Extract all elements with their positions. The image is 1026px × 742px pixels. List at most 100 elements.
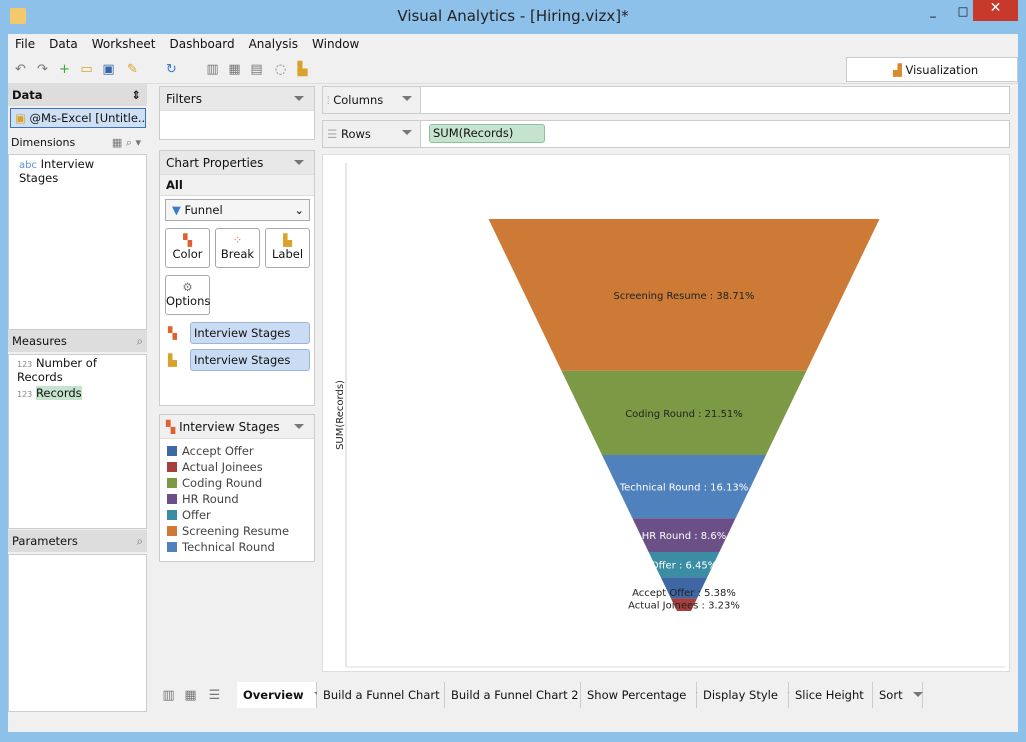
funnel-slice[interactable] [561, 370, 807, 456]
search-icon[interactable]: ⌕ [136, 534, 143, 548]
legend-item[interactable]: Technical Round [167, 539, 307, 555]
legend-swatch [167, 462, 177, 472]
list-item[interactable]: abc Interview Stages [19, 157, 95, 185]
chevron-down-icon[interactable] [294, 160, 304, 165]
app-icon [10, 8, 26, 24]
add-dashboard-icon[interactable]: ▦ [228, 62, 241, 77]
legend-item[interactable]: Accept Offer [167, 443, 307, 459]
label-button[interactable]: ▙Label [265, 228, 310, 268]
color-button[interactable]: ▚Color [165, 228, 210, 268]
chart-properties-panel: Chart Properties All ▼ Funnel⌄ ▚Color ⁘B… [159, 150, 315, 406]
chart-type-select[interactable]: ▼ Funnel⌄ [165, 199, 310, 221]
legend-item[interactable]: Screening Resume [167, 523, 307, 539]
legend-label: Actual Joinees [182, 460, 263, 474]
close-button[interactable]: ✕ [973, 0, 1018, 21]
search-icon[interactable]: ▦ ⌕ ▾ [111, 136, 141, 149]
minimize-button[interactable]: _ [930, 4, 936, 18]
add-chart-icon[interactable]: ▥ [206, 62, 219, 77]
maximize-button[interactable]: □ [957, 4, 969, 18]
save-icon[interactable]: ▣ [102, 62, 115, 77]
menu-dashboard[interactable]: Dashboard [169, 37, 235, 51]
slice-label: Screening Resume : 38.71% [614, 291, 755, 302]
menu-bar: File Data Worksheet Dashboard Analysis W… [8, 34, 1018, 56]
legend-item[interactable]: Actual Joinees [167, 459, 307, 475]
measures-header: Measures⌕ [8, 330, 147, 352]
sheet-tools: ▥ ▦ ☰ [156, 682, 236, 708]
open-icon[interactable]: ▭ [80, 62, 93, 77]
legend-label: Screening Resume [182, 524, 290, 538]
legend-item[interactable]: Offer [167, 507, 307, 523]
layout-icon[interactable]: ▙ [297, 62, 308, 77]
funnel-slice[interactable] [670, 598, 698, 611]
list-item[interactable]: 123 Records [17, 386, 82, 400]
sheet-tab-label: Sort [879, 688, 903, 702]
break-icon: ⁘ [232, 233, 243, 247]
chevron-down-icon[interactable] [912, 692, 923, 697]
chevron-down-icon[interactable] [402, 130, 412, 135]
chevron-down-icon[interactable] [294, 424, 304, 429]
rows-shelf[interactable]: ☰ Rows SUM(Records) [322, 120, 1010, 148]
sheet-tab[interactable]: Display Style [697, 682, 798, 708]
list-item[interactable]: 123 Number of Records [17, 356, 97, 384]
new-worksheet-icon[interactable]: ▥ [162, 688, 175, 703]
menu-analysis[interactable]: Analysis [248, 37, 299, 51]
chevron-down-icon[interactable] [402, 96, 412, 101]
slice-label: HR Round : 8.6% [642, 531, 726, 542]
funnel-slice[interactable] [602, 455, 766, 519]
new-icon[interactable]: + [59, 62, 70, 77]
funnel-slice[interactable] [632, 518, 736, 552]
color-field-pill[interactable]: Interview Stages [190, 322, 310, 344]
sort-icon[interactable]: ⇕ [131, 88, 141, 102]
legend-swatch [167, 526, 177, 536]
color-icon: ▚ [166, 420, 176, 434]
parameters-header: Parameters⌕ [8, 530, 147, 552]
legend-label: HR Round [182, 492, 239, 506]
slice-label: Technical Round : 16.13% [619, 483, 749, 494]
legend-item[interactable]: HR Round [167, 491, 307, 507]
parameters-list [8, 554, 147, 712]
menu-window[interactable]: Window [312, 37, 360, 51]
funnel-slice[interactable] [648, 551, 720, 578]
new-dashboard-icon[interactable]: ▦ [184, 688, 197, 703]
rows-icon: ☰ [327, 127, 338, 141]
sheet-tab[interactable]: Sort [873, 682, 923, 708]
data-source[interactable]: ▣ @Ms-Excel [Untitle... [10, 108, 146, 128]
title-bar: Visual Analytics - [Hiring.vizx]* _ □ ✕ [0, 0, 1026, 34]
legend-swatch [167, 510, 177, 520]
clear-icon[interactable]: ◌ [274, 62, 287, 77]
dimensions-list: abc Interview Stages [8, 154, 147, 330]
sheet-tab-label: Display Style [703, 688, 778, 702]
menu-file[interactable]: File [15, 37, 36, 51]
sheet-tab[interactable]: Build a Funnel Chart [317, 682, 460, 708]
undo-icon[interactable]: ↶ [15, 62, 26, 77]
toolbar: ↶ ↷ + ▭ ▣ ✎ ↻ ▥ ▦ ▤ ◌ ▙ ▟ Visualization [8, 56, 1018, 84]
legend-item[interactable]: Coding Round [167, 475, 307, 491]
funnel-slice[interactable] [660, 577, 708, 599]
label-icon: ▙ [168, 353, 177, 367]
menu-data[interactable]: Data [49, 37, 78, 51]
measures-list: 123 Number of Records 123 Records [8, 354, 147, 529]
refresh-icon[interactable]: ↻ [166, 62, 177, 77]
workspace: Data⇕ ▣ @Ms-Excel [Untitle... Dimensions… [8, 84, 1018, 732]
options-button[interactable]: ⚙Options [165, 275, 210, 315]
funnel-slice[interactable] [488, 219, 880, 371]
legend-label: Accept Offer [182, 444, 254, 458]
columns-shelf[interactable]: ⦙ Columns [322, 86, 1010, 114]
tab-list-icon[interactable]: ☰ [208, 688, 221, 703]
rows-pill[interactable]: SUM(Records) [429, 124, 545, 143]
slice-label: Coding Round : 21.51% [625, 409, 743, 420]
legend-swatch [167, 478, 177, 488]
chevron-down-icon[interactable] [294, 96, 304, 101]
tab-visualization[interactable]: ▟ Visualization [846, 57, 1018, 82]
sheet-tab[interactable]: Build a Funnel Chart 2 [445, 682, 599, 708]
sheet-tab[interactable]: Overview [237, 682, 324, 708]
menu-worksheet[interactable]: Worksheet [91, 37, 156, 51]
chart-icon[interactable]: ▤ [250, 62, 263, 77]
break-button[interactable]: ⁘Break [215, 228, 260, 268]
search-icon[interactable]: ⌕ [136, 334, 143, 348]
sheet-tab[interactable]: Slice Height [789, 682, 884, 708]
connect-icon[interactable]: ✎ [127, 62, 138, 77]
label-field-pill[interactable]: Interview Stages [190, 349, 310, 371]
sheet-tab[interactable]: Show Percentage [581, 682, 707, 708]
redo-icon[interactable]: ↷ [37, 62, 48, 77]
